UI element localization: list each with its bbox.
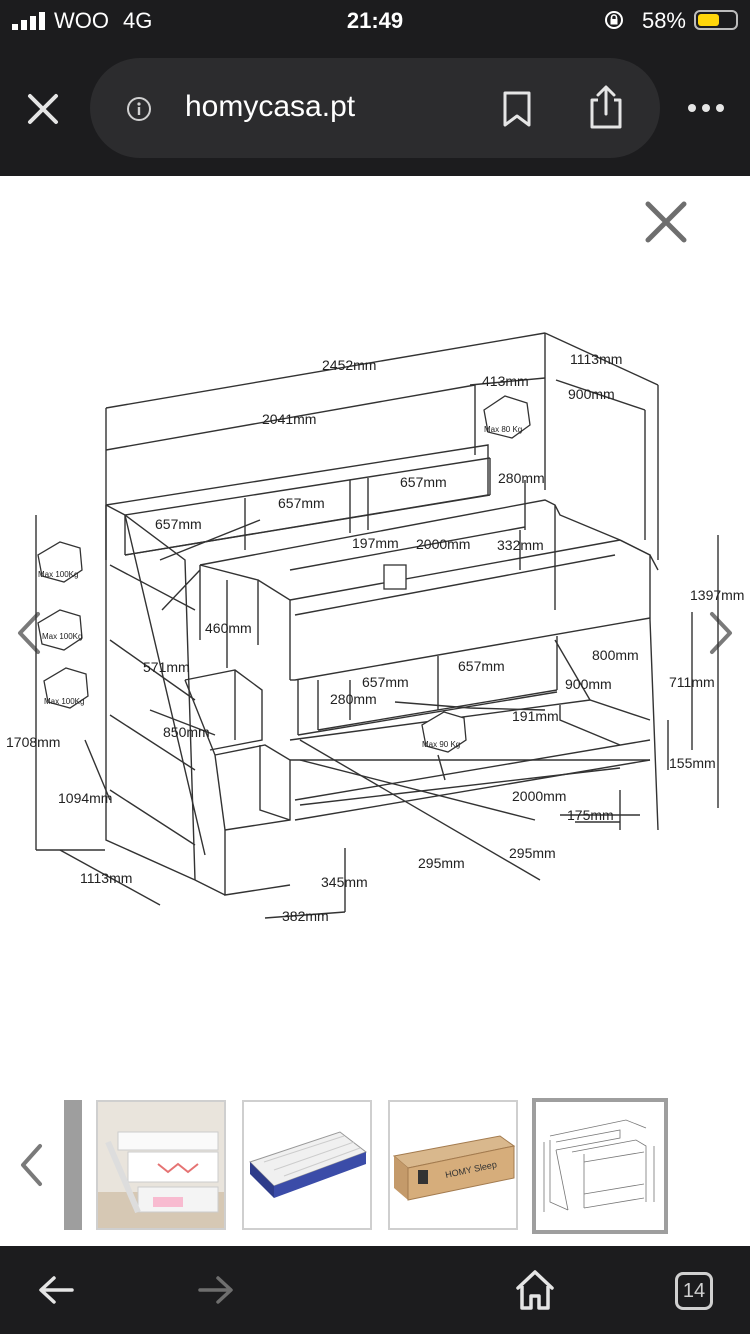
dim-800: 800mm bbox=[592, 647, 639, 663]
url-text[interactable]: homycasa.pt bbox=[185, 90, 356, 123]
dim-1708: 1708mm bbox=[6, 734, 60, 750]
viewer-close-icon[interactable] bbox=[644, 200, 688, 244]
carrier-label: WOO 4G bbox=[54, 8, 166, 34]
dim-1094: 1094mm bbox=[58, 790, 112, 806]
dim-2041: 2041mm bbox=[262, 411, 316, 427]
dim-850: 850mm bbox=[163, 724, 210, 740]
share-icon[interactable] bbox=[588, 84, 624, 130]
weight-label-90: Max 90 Kg bbox=[422, 740, 460, 749]
mattress-image bbox=[244, 1102, 370, 1228]
battery-level bbox=[698, 14, 719, 26]
dim-295-a: 295mm bbox=[509, 845, 556, 861]
dim-295-b: 295mm bbox=[418, 855, 465, 871]
arrow-right-icon[interactable] bbox=[196, 1274, 236, 1306]
dim-2000-top: 2000mm bbox=[416, 536, 470, 552]
browser-top-bar: WOO 4G 21:49 58% homycasa.pt bbox=[0, 0, 750, 176]
dim-175: 175mm bbox=[567, 807, 614, 823]
dim-197: 197mm bbox=[352, 535, 399, 551]
weight-label-100-a: Max 100Kg bbox=[38, 570, 78, 579]
thumb-bunkbed-room[interactable] bbox=[96, 1100, 226, 1230]
dim-155: 155mm bbox=[669, 755, 716, 771]
thumbnails-prev-icon[interactable] bbox=[18, 1142, 44, 1188]
dim-2000-bottom: 2000mm bbox=[512, 788, 566, 804]
weight-label-80: Max 80 Kg bbox=[484, 425, 522, 434]
dim-900-top: 900mm bbox=[568, 386, 615, 402]
dimensions-drawing-thumb bbox=[536, 1102, 664, 1230]
bunkbed-room-image bbox=[98, 1102, 224, 1228]
bookmark-icon[interactable] bbox=[502, 90, 532, 128]
battery-percent: 58% bbox=[641, 8, 686, 33]
dim-191: 191mm bbox=[512, 708, 559, 724]
thumbnail-strip: HOMY Sleep bbox=[0, 1090, 750, 1240]
dim-1397: 1397mm bbox=[690, 587, 744, 603]
close-icon[interactable] bbox=[26, 92, 60, 126]
thumb-partial[interactable] bbox=[64, 1100, 82, 1230]
dim-1113-bottom: 1113mm bbox=[80, 870, 132, 886]
dim-280-b: 280mm bbox=[330, 691, 377, 707]
orientation-lock-icon bbox=[605, 11, 623, 29]
info-icon[interactable] bbox=[126, 96, 152, 122]
dim-657-c: 657mm bbox=[155, 516, 202, 532]
dim-332: 332mm bbox=[497, 537, 544, 553]
home-icon[interactable] bbox=[514, 1268, 556, 1312]
thumb-mattress-box[interactable]: HOMY Sleep bbox=[388, 1100, 518, 1230]
weight-label-100-c: Max 100Kg bbox=[44, 697, 84, 706]
dim-571: 571mm bbox=[143, 659, 190, 675]
mattress-box-image: HOMY Sleep bbox=[390, 1102, 516, 1228]
address-bar[interactable]: homycasa.pt bbox=[90, 58, 660, 158]
arrow-left-icon[interactable] bbox=[36, 1274, 76, 1306]
dim-460: 460mm bbox=[205, 620, 252, 636]
signal-icon bbox=[12, 12, 45, 30]
tab-count-button[interactable]: 14 bbox=[675, 1272, 713, 1310]
dim-345: 345mm bbox=[321, 874, 368, 890]
browser-bottom-bar: 14 bbox=[0, 1246, 750, 1334]
weight-label-100-b: Max 100Kg bbox=[42, 632, 82, 641]
bunk-bed-dimension-drawing: 2452mm 1113mm 413mm 900mm Max 80 Kg 2041… bbox=[6, 332, 744, 924]
dim-657-a: 657mm bbox=[400, 474, 447, 490]
dim-413: 413mm bbox=[482, 373, 529, 389]
carrier-name: WOO bbox=[54, 8, 109, 33]
thumb-mattress[interactable] bbox=[242, 1100, 372, 1230]
dim-2452: 2452mm bbox=[322, 357, 376, 373]
dim-280-a: 280mm bbox=[498, 470, 545, 486]
image-viewer: 2452mm 1113mm 413mm 900mm Max 80 Kg 2041… bbox=[0, 176, 750, 1246]
dim-382: 382mm bbox=[282, 908, 329, 924]
more-icon[interactable] bbox=[686, 100, 726, 116]
clock: 21:49 bbox=[346, 8, 404, 33]
status-bar: WOO 4G 21:49 58% bbox=[0, 0, 750, 44]
dim-657-d: 657mm bbox=[458, 658, 505, 674]
dim-900-mid: 900mm bbox=[565, 676, 612, 692]
dim-657-e: 657mm bbox=[362, 674, 409, 690]
thumb-dimensions-drawing[interactable] bbox=[532, 1098, 668, 1234]
network-type: 4G bbox=[123, 8, 153, 33]
prev-image-icon[interactable] bbox=[14, 610, 44, 656]
dim-657-b: 657mm bbox=[278, 495, 325, 511]
dim-1113-top: 1113mm bbox=[570, 351, 622, 367]
battery-icon bbox=[694, 10, 738, 30]
dim-711: 711mm bbox=[669, 674, 715, 690]
